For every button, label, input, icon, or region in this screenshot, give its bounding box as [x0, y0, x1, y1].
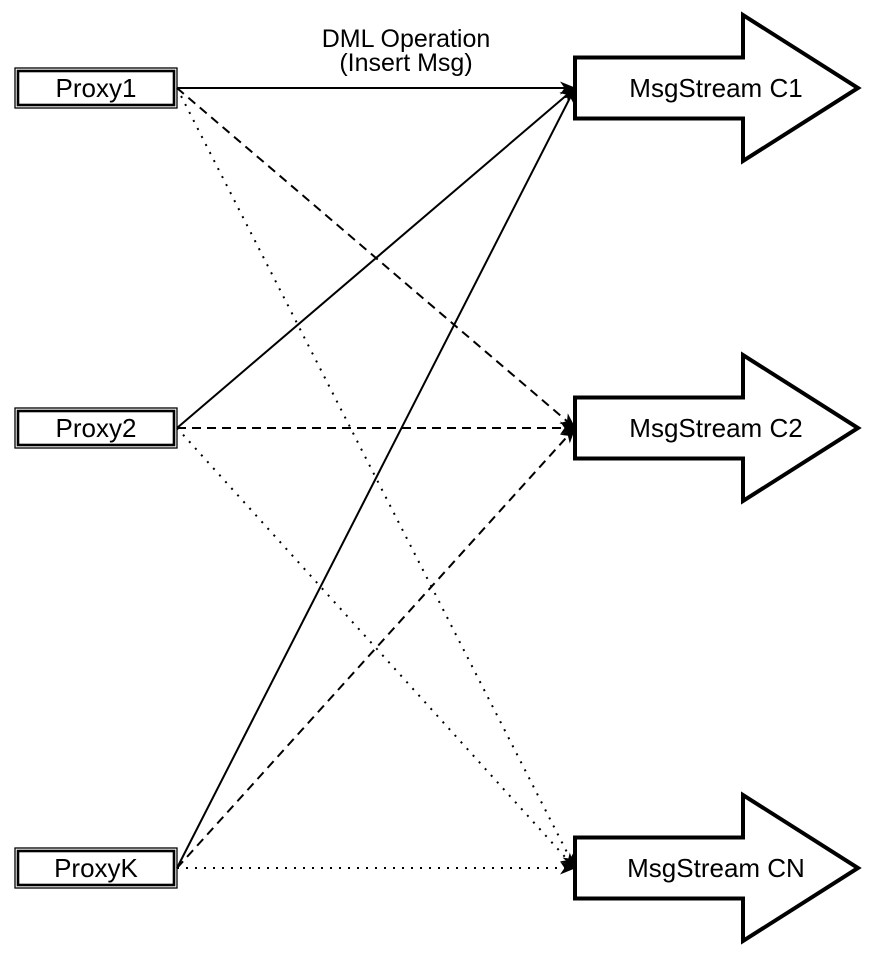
- msgstream-c2-node: MsgStream C2: [573, 351, 862, 505]
- msgstream-c1-node: MsgStream C1: [573, 11, 862, 165]
- msgstream-c2-label: MsgStream C2: [629, 413, 802, 443]
- proxyk-box-outline: [14, 847, 178, 889]
- proxy1-label: Proxy1: [56, 73, 137, 103]
- edge-annotation: DML Operation (Insert Msg): [322, 25, 491, 77]
- edge-proxy1-msgstream-cn: [176, 87, 576, 869]
- proxy2-box-outline: [14, 407, 178, 449]
- msgstream-c2-arrow-shape: [573, 351, 862, 505]
- msgstream-cn-label: MsgStream CN: [627, 853, 805, 883]
- proxyk-node: ProxyK: [14, 847, 178, 889]
- msgstream-cn-arrow-shape: [573, 791, 862, 945]
- proxyk-label: ProxyK: [54, 853, 138, 883]
- proxy2-label: Proxy2: [56, 413, 137, 443]
- proxy2-node: Proxy2: [14, 407, 178, 449]
- edges-group: [176, 81, 576, 875]
- edge-proxy1-msgstream-c2: [176, 87, 576, 429]
- edge-proxyk-msgstream-c1: [176, 87, 576, 869]
- edge-proxy2-msgstream-cn: [176, 427, 576, 869]
- annotation-line1: DML Operation: [322, 25, 491, 53]
- msgstream-c1-label: MsgStream C1: [629, 73, 802, 103]
- proxy1-box-outline: [14, 67, 178, 109]
- annotation-line2: (Insert Msg): [339, 49, 472, 77]
- proxy1-node: Proxy1: [14, 67, 178, 109]
- msgstream-c1-arrow-shape: [573, 11, 862, 165]
- msgstream-cn-node: MsgStream CN: [573, 791, 862, 945]
- proxy1-box: [16, 69, 176, 107]
- edge-proxyk-msgstream-c2: [176, 427, 576, 869]
- proxy2-box: [16, 409, 176, 447]
- proxyk-box: [16, 849, 176, 887]
